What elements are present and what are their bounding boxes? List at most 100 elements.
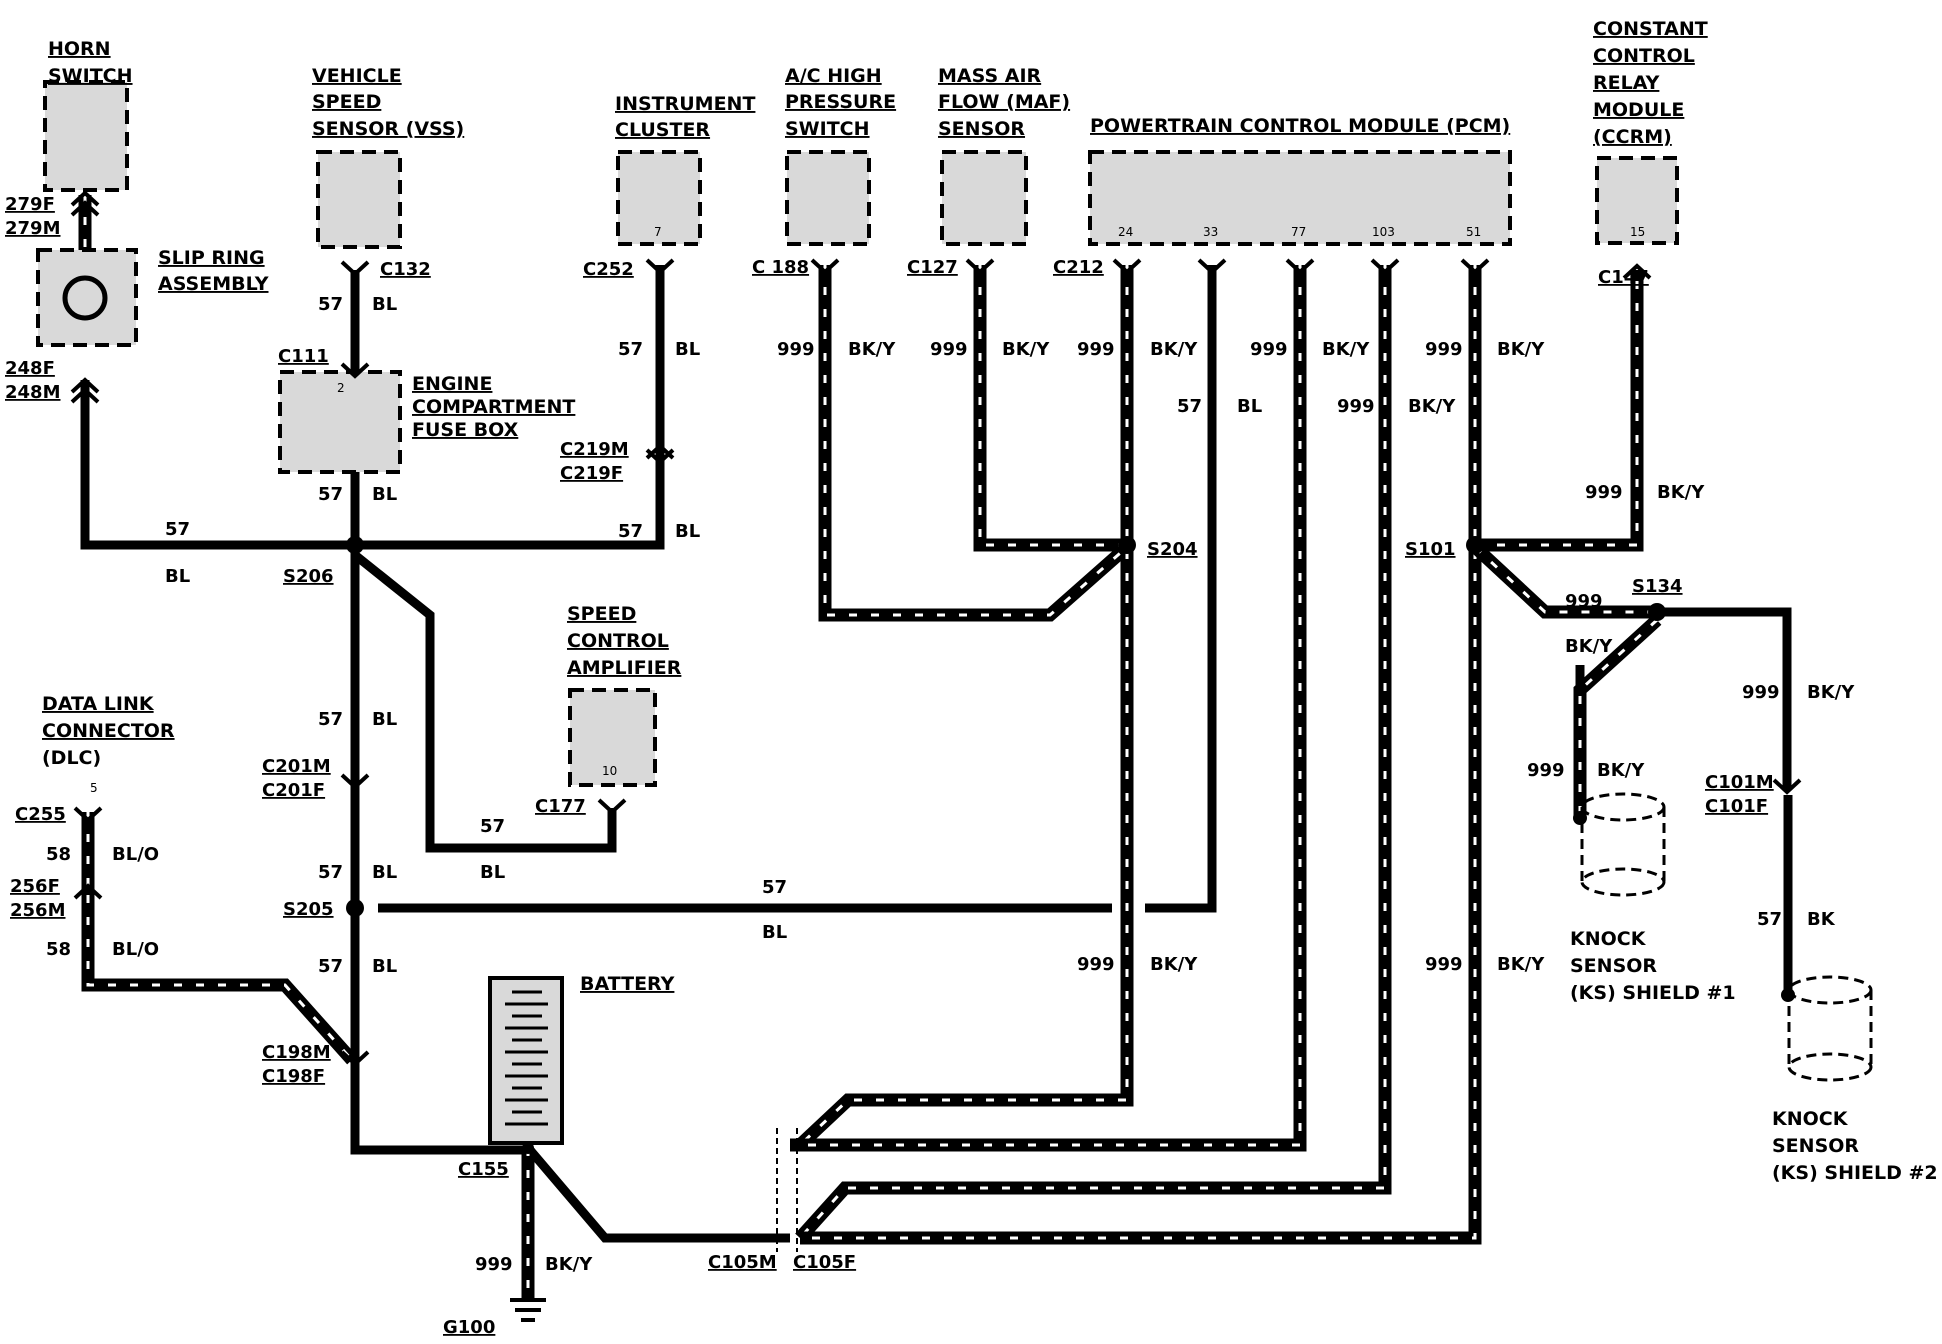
connector-marks [70, 190, 1802, 1067]
svg-text:57: 57 [1177, 396, 1202, 417]
svg-text:BK/Y: BK/Y [848, 339, 896, 360]
instrument-cluster-box [616, 150, 702, 246]
svg-text:57: 57 [618, 339, 643, 360]
label-c101m: C101M [1705, 772, 1774, 793]
label-c127: C127 [907, 257, 958, 278]
svg-text:BL: BL [372, 484, 397, 505]
svg-text:BK/Y: BK/Y [1322, 339, 1370, 360]
ac-switch-box [785, 150, 871, 246]
wire-pcm24-to-c105 [790, 265, 1134, 1152]
svg-text:BK/Y: BK/Y [1807, 682, 1855, 703]
wire-s134-to-c101 [1657, 607, 1792, 790]
label-c198m: C198M [262, 1042, 331, 1063]
svg-text:BL: BL [1237, 396, 1262, 417]
pin-pcm-51: 51 [1466, 225, 1481, 239]
pin-cluster: 7 [654, 225, 662, 239]
svg-text:999: 999 [1077, 339, 1115, 360]
splice-s204 [1118, 536, 1136, 554]
svg-text:999: 999 [1425, 339, 1463, 360]
svg-text:BL/O: BL/O [112, 844, 159, 865]
wire-s134-to-ks1 [1573, 615, 1662, 815]
wire-battery-ground [350, 1140, 790, 1243]
svg-text:999: 999 [475, 1254, 513, 1275]
c105-connector [776, 1128, 798, 1252]
label-s134: S134 [1632, 576, 1683, 597]
svg-text:999: 999 [1742, 682, 1780, 703]
label-c219f: C219F [560, 463, 623, 484]
splice-s134 [1648, 603, 1666, 621]
pcm-box [1088, 150, 1512, 246]
circuit-999-bky [78, 195, 1662, 1300]
label-c147: C147 [1598, 267, 1649, 288]
label-g100: G100 [443, 1317, 495, 1338]
battery-label: BATTERY [580, 973, 675, 995]
svg-text:57: 57 [318, 294, 343, 315]
label-279m: 279M [5, 218, 61, 239]
pin-speed-control: 10 [602, 764, 617, 778]
pin-pcm-103: 103 [1372, 225, 1395, 239]
splice-s101 [1466, 536, 1484, 554]
dlc-abbrev-label: (DLC) [42, 747, 101, 769]
pin-pcm-77: 77 [1291, 225, 1306, 239]
label-c155: C155 [458, 1159, 509, 1180]
svg-text:BK/Y: BK/Y [1597, 760, 1645, 781]
label-c177: C177 [535, 796, 586, 817]
pin-dlc: 5 [90, 781, 98, 795]
svg-text:999: 999 [777, 339, 815, 360]
vss-box [316, 150, 402, 249]
svg-text:BL: BL [372, 709, 397, 730]
pin-pcm-33: 33 [1203, 225, 1218, 239]
c155-terminal [522, 1142, 534, 1154]
label-c132: C132 [380, 259, 431, 280]
svg-text:BL: BL [372, 862, 397, 883]
pin-pcm-24: 24 [1118, 225, 1133, 239]
label-279f: 279F [5, 194, 55, 215]
battery [488, 976, 564, 1145]
svg-text:57: 57 [318, 862, 343, 883]
label-256m: 256M [10, 900, 66, 921]
svg-text:BL: BL [480, 862, 505, 883]
label-c255: C255 [15, 804, 66, 825]
wire-s101-to-ccrm [1475, 270, 1644, 552]
label-256f: 256F [10, 876, 60, 897]
horn-switch-box [43, 80, 129, 192]
label-c198f: C198F [262, 1066, 325, 1087]
svg-text:57: 57 [318, 484, 343, 505]
svg-text:999: 999 [930, 339, 968, 360]
svg-text:BK/Y: BK/Y [1497, 339, 1545, 360]
svg-text:BL: BL [165, 566, 190, 587]
splice-dots [346, 536, 1795, 1154]
pin-ccrm: 15 [1630, 225, 1645, 239]
ground-symbol [510, 1298, 546, 1322]
knock-sensor-1 [1580, 792, 1666, 897]
wire-maf-to-s204 [973, 265, 1127, 552]
label-c105m: C105M [708, 1252, 777, 1273]
label-248m: 248M [5, 382, 61, 403]
svg-text:BK/Y: BK/Y [1150, 339, 1198, 360]
wire-pcm33 [1145, 265, 1217, 913]
svg-text:999: 999 [1337, 396, 1375, 417]
svg-text:58: 58 [46, 844, 71, 865]
battery-plates [505, 990, 548, 1126]
wire-horn-to-s206 [80, 380, 355, 550]
svg-text:BK/Y: BK/Y [1497, 954, 1545, 975]
circuit-57-bl [80, 265, 1793, 1243]
svg-text:999: 999 [1425, 954, 1463, 975]
svg-text:999: 999 [1565, 591, 1603, 612]
label-c201m: C201M [262, 756, 331, 777]
label-s101: S101 [1405, 539, 1456, 560]
svg-text:999: 999 [1250, 339, 1288, 360]
svg-text:57: 57 [618, 521, 643, 542]
label-s206: S206 [283, 566, 334, 587]
pcm-label: POWERTRAIN CONTROL MODULE (PCM) [1090, 115, 1510, 137]
svg-text:999: 999 [1527, 760, 1565, 781]
svg-text:57: 57 [480, 816, 505, 837]
